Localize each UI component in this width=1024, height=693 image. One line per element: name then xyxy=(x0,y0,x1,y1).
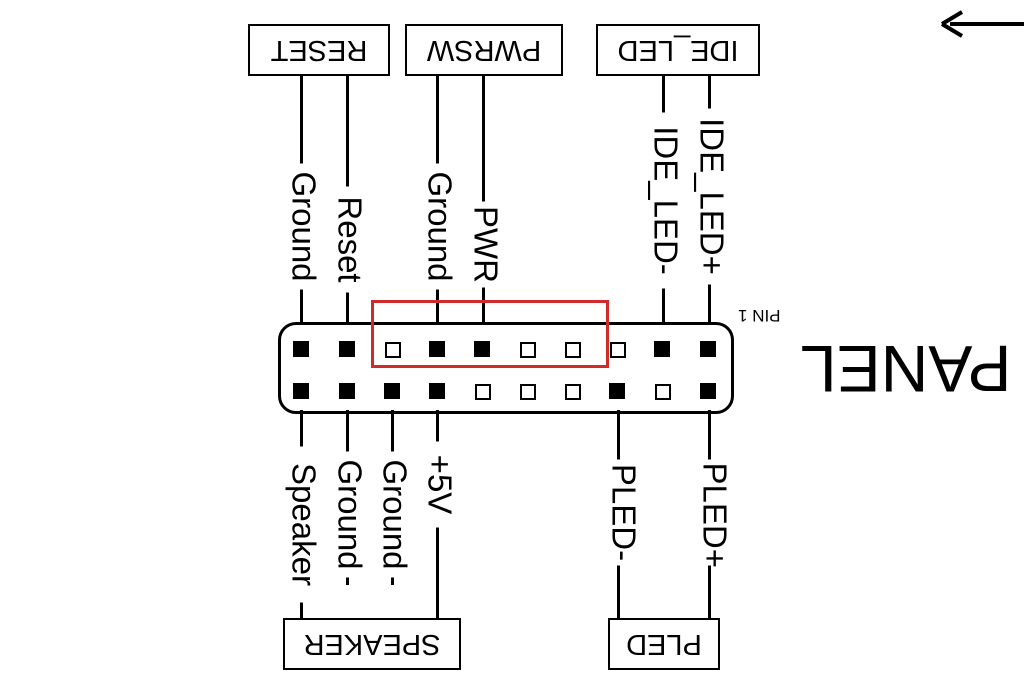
pin-r1-c6 xyxy=(508,330,546,368)
pin-r2-c5 xyxy=(463,372,501,410)
pin-r1-c2 xyxy=(328,330,366,368)
speaker-connector-label: SPEAKER xyxy=(303,628,441,661)
pin-r2-c9 xyxy=(643,372,681,410)
top-pin-label-ide-led-plus: IDE_LED+ xyxy=(694,108,731,285)
pin-r1-c10 xyxy=(689,330,727,368)
pin-r1-c9 xyxy=(643,330,681,368)
pwrsw-connector-label: PWRSW xyxy=(426,34,542,67)
pin-r2-c10 xyxy=(689,372,727,410)
pin-r2-c8 xyxy=(598,372,636,410)
pin-r1-c3 xyxy=(373,330,411,368)
top-lead-pwr xyxy=(482,76,485,326)
top-pin-label-reset: Reset xyxy=(332,186,369,293)
reset-connector-box: RESET xyxy=(248,24,390,76)
bottom-pin-label-plus-5v: +5V xyxy=(422,441,459,528)
pin1-marker: PIN 1 xyxy=(738,306,781,325)
pin-r1-c7 xyxy=(553,330,591,368)
bottom-pin-label-pled-plus: PLED+ xyxy=(697,459,734,568)
panel-label: PANEL xyxy=(800,332,1012,406)
pin-r2-c2 xyxy=(328,372,366,410)
pin-r2-c3 xyxy=(373,372,411,410)
bottom-pin-label-ground-2: Ground xyxy=(377,451,414,578)
pin-r1-c5 xyxy=(463,330,501,368)
pin-r1-c4 xyxy=(418,330,456,368)
pin-r2-c1 xyxy=(282,372,320,410)
pled-connector-box: PLED xyxy=(608,618,720,670)
bottom-pin-label-speaker: Speaker xyxy=(286,446,323,603)
speaker-connector-box: SPEAKER xyxy=(283,618,461,670)
pled-connector-label: PLED xyxy=(626,628,702,661)
pin-r2-c7 xyxy=(553,372,591,410)
ide-led-connector-label: IDE_LED xyxy=(617,34,739,67)
pin-r1-c8 xyxy=(598,330,636,368)
top-pin-label-ground-2: Ground xyxy=(422,163,459,290)
bottom-pin-label-ground-1: Ground xyxy=(332,451,369,578)
top-pin-label-pwr: PWR xyxy=(468,201,505,288)
top-pin-label-ide-led-minus: IDE_LED- xyxy=(648,112,685,289)
pin-r2-c6 xyxy=(508,372,546,410)
left-arrow-icon xyxy=(940,10,1024,38)
top-pin-label-ground-1: Ground xyxy=(286,163,323,290)
pin-r1-c1 xyxy=(282,330,320,368)
highlight-box xyxy=(371,300,609,368)
pin-r2-c4 xyxy=(418,372,456,410)
bottom-pin-label-pled-minus: PLED- xyxy=(606,459,643,566)
reset-connector-label: RESET xyxy=(270,34,368,67)
pwrsw-connector-box: PWRSW xyxy=(405,24,563,76)
ide-led-connector-box: IDE_LED xyxy=(596,24,760,76)
